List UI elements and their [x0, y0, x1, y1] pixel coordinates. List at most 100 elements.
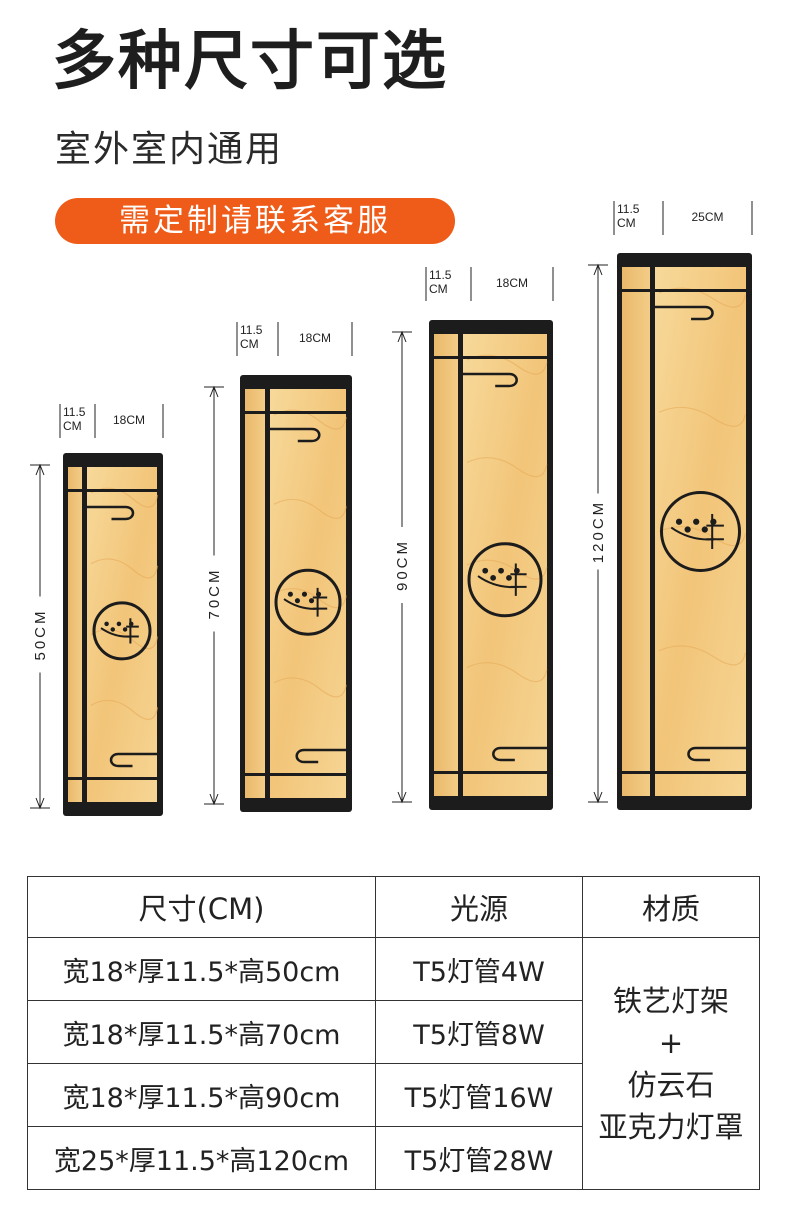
- thickness-label: 11.5: [240, 323, 263, 337]
- header-material: 材质: [582, 876, 760, 938]
- lamp-3: [429, 320, 553, 810]
- dim-arrow-up: [209, 385, 219, 398]
- marble-vein: [273, 677, 347, 698]
- plum-blossom: [675, 518, 683, 525]
- thickness-unit-label: CM: [63, 419, 82, 433]
- dim-arrow-down: [209, 793, 219, 806]
- dim-arrow-up: [593, 263, 603, 276]
- thickness-unit-label: CM: [240, 337, 259, 351]
- marble-vein: [658, 406, 747, 427]
- frame-bar-top: [429, 356, 553, 359]
- height-label-bg: [589, 493, 607, 570]
- lamp-front-panel: [270, 389, 346, 798]
- header-size: 尺寸(CM): [27, 876, 376, 938]
- plum-fence-motif: [312, 587, 328, 617]
- marble-vein: [466, 457, 548, 478]
- dim-arrow-up: [35, 463, 45, 476]
- plum-blossom: [116, 621, 122, 627]
- page-subtitle: 室外室内通用: [55, 129, 284, 170]
- plum-blossom: [482, 567, 489, 574]
- plum-blossom: [122, 627, 128, 632]
- plum-blossom: [710, 518, 717, 525]
- light-cell: T5灯管4W: [375, 937, 583, 1001]
- frame-bar-bottom: [617, 771, 752, 774]
- scroll-motif-bottom: [687, 746, 746, 762]
- marble-vein: [90, 487, 159, 508]
- plum-circle-emblem: [92, 601, 152, 661]
- page-title: 多种尺寸可选: [52, 25, 448, 99]
- size-cell: 宽18*厚11.5*高70cm: [27, 1000, 376, 1064]
- lamp-front-panel: [655, 267, 746, 796]
- frame-bar-top: [617, 289, 752, 292]
- height-label-bg: [205, 555, 223, 632]
- scroll-motif-top: [655, 305, 714, 321]
- width-label: 25CM: [691, 210, 723, 224]
- plum-circle-emblem: [274, 568, 342, 636]
- plum-blossom: [693, 518, 700, 525]
- lamp-side-panel: [68, 467, 82, 802]
- size-cell: 宽18*厚11.5*高90cm: [27, 1063, 376, 1127]
- height-label: 90CM: [394, 539, 411, 591]
- frame-bar-top: [240, 411, 352, 414]
- material-line: 铁艺灯架: [612, 983, 729, 1018]
- scroll-motif-top: [87, 505, 135, 521]
- thickness-label: 11.5: [429, 268, 452, 282]
- width-label: 18CM: [113, 413, 145, 427]
- scroll-motif-bottom: [492, 746, 547, 762]
- spec-table: 尺寸(CM) 光源 材质 宽18*厚11.5*高50cm T5灯管4W 铁艺灯架…: [27, 876, 760, 1190]
- plum-blossom: [110, 627, 116, 632]
- custom-order-badge: 需定制请联系客服: [55, 198, 455, 244]
- material-line: 亚克力灯罩: [598, 1109, 744, 1144]
- dim-arrow-down: [35, 797, 45, 810]
- thickness-label: 11.5: [617, 202, 640, 216]
- height-label: 50CM: [32, 608, 49, 660]
- plum-blossom: [701, 526, 708, 533]
- lamp-side-panel: [245, 389, 265, 798]
- lamp-1: [63, 453, 163, 816]
- plum-blossom: [490, 575, 496, 581]
- frame-bar-bottom: [240, 773, 352, 776]
- plum-blossom: [498, 567, 504, 574]
- lamp-side-panel: [622, 267, 650, 796]
- marble-vein: [273, 409, 347, 430]
- marble-vein: [658, 526, 747, 547]
- lamp-4: [617, 253, 752, 810]
- plum-blossom: [104, 621, 109, 627]
- height-label-bg: [31, 596, 49, 673]
- lamp-front-panel: [87, 467, 157, 802]
- marble-vein: [90, 699, 159, 720]
- frame-bar-top: [63, 489, 163, 492]
- plum-fence-motif: [706, 513, 724, 550]
- lamp-2: [240, 375, 352, 812]
- table-row: 宽18*厚11.5*高70cm T5灯管8W: [27, 1000, 760, 1064]
- scroll-motif-bottom: [109, 752, 157, 768]
- plum-blossom: [684, 526, 691, 533]
- table-row: 宽18*厚11.5*高50cm T5灯管4W 铁艺灯架 + 仿云石 亚克力灯罩: [27, 937, 760, 1190]
- marble-vein: [273, 588, 347, 609]
- lamp-front-panel: [463, 334, 547, 796]
- material-cell: 铁艺灯架 + 仿云石 亚克力灯罩: [582, 937, 760, 1190]
- height-label-bg: [393, 527, 411, 603]
- material-line: 仿云石: [627, 1067, 715, 1102]
- light-cell: T5灯管8W: [375, 1000, 583, 1064]
- marble-vein: [466, 354, 548, 375]
- frame-bar-bottom: [63, 777, 163, 780]
- marble-vein: [466, 662, 548, 683]
- size-cell: 宽18*厚11.5*高50cm: [27, 937, 376, 1001]
- spec-header-row: 尺寸(CM) 光源 材质: [27, 876, 760, 938]
- plum-fence-motif: [510, 563, 527, 596]
- width-label: 18CM: [496, 276, 528, 290]
- height-label: 70CM: [206, 567, 223, 619]
- frame-bar-bottom: [429, 771, 553, 774]
- scroll-motif-top: [270, 427, 321, 443]
- header-light: 光源: [375, 876, 583, 938]
- table-row: 宽25*厚11.5*高120cm T5灯管28W: [27, 1126, 760, 1190]
- size-cell: 宽25*厚11.5*高120cm: [27, 1126, 376, 1190]
- plum-blossom: [308, 598, 315, 604]
- marble-vein: [658, 645, 747, 666]
- height-label: 120CM: [590, 500, 607, 563]
